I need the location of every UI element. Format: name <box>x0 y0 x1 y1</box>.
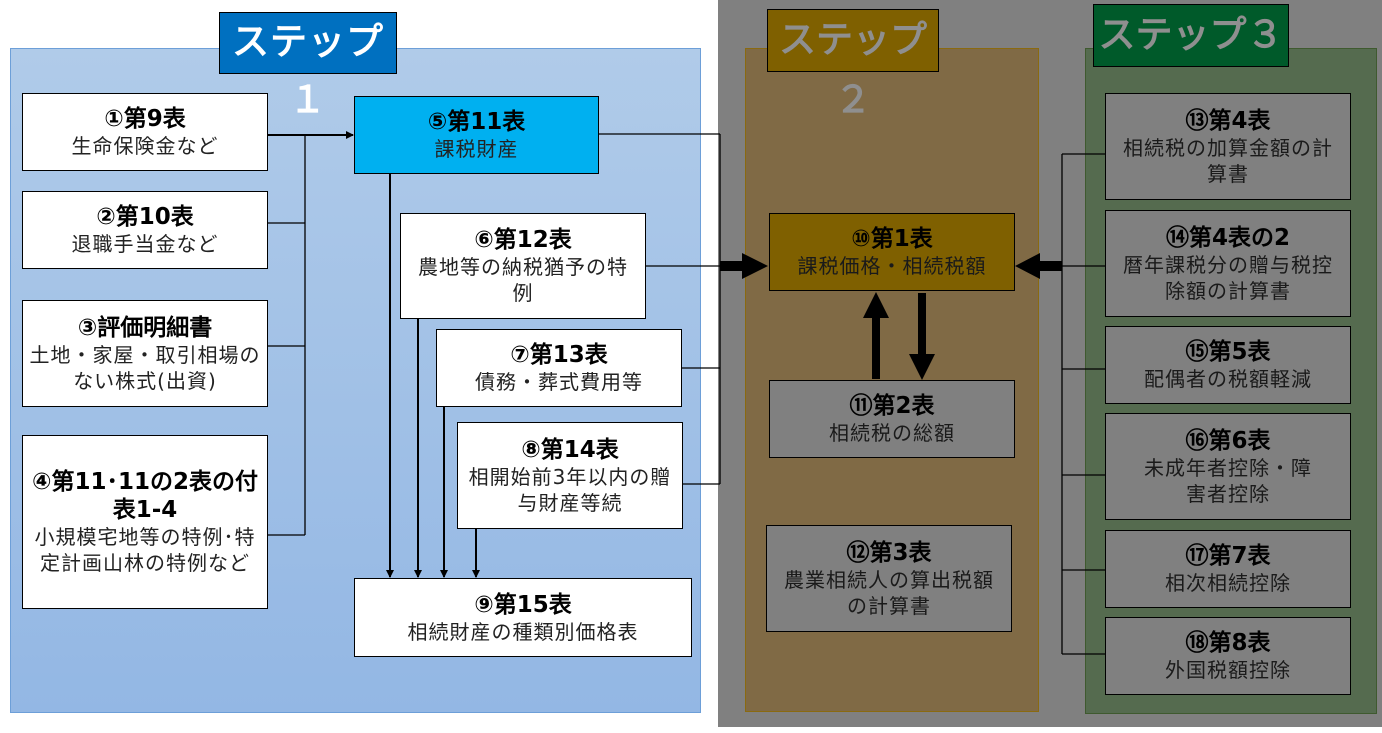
form-title: ⑩第1表 <box>851 226 933 252</box>
form-title: ⑥第12表 <box>474 227 572 253</box>
form-subtitle: 外国税額控除 <box>1165 658 1291 682</box>
form-title: ⑨第15表 <box>474 591 572 618</box>
form-box-15[interactable]: ⑮第5表 配偶者の税額軽減 <box>1105 326 1351 404</box>
form-title: ⑪第2表 <box>849 393 935 419</box>
form-box-6[interactable]: ⑥第12表 農地等の納税猶予の特例 <box>400 213 646 319</box>
form-subtitle: 配偶者の税額軽減 <box>1144 367 1312 391</box>
form-subtitle: 課税価格・相続税額 <box>797 254 987 278</box>
form-subtitle: 生命保険金など <box>71 134 219 158</box>
form-box-5[interactable]: ⑤第11表 課税財産 <box>354 96 599 174</box>
form-box-13[interactable]: ⑬第4表 相続税の加算金額の計算書 <box>1105 93 1351 200</box>
form-subtitle: 農地等の納税猶予の特例 <box>418 255 628 305</box>
step1-title: ステップ１ <box>219 12 397 121</box>
form-box-18[interactable]: ⑱第8表 外国税額控除 <box>1105 617 1351 695</box>
form-subtitle: 相続税の加算金額の計算書 <box>1123 135 1333 186</box>
form-box-16[interactable]: ⑯第6表 未成年者控除・障害者控除 <box>1105 413 1351 520</box>
form-title: ⑱第8表 <box>1185 630 1271 656</box>
form-box-14[interactable]: ⑭第4表の2 暦年課税分の贈与税控除額の計算書 <box>1105 210 1351 317</box>
form-subtitle: 相次相続控除 <box>1165 571 1291 595</box>
form-subtitle: 相続税の総額 <box>829 421 955 445</box>
form-title: ⑰第7表 <box>1185 543 1271 569</box>
form-subtitle: 暦年課税分の贈与税控除額の計算書 <box>1123 252 1333 303</box>
form-title: ⑤第11表 <box>427 109 526 135</box>
form-subtitle: 退職手当金など <box>71 232 219 256</box>
form-subtitle: 課税財産 <box>434 137 519 161</box>
form-box-12[interactable]: ⑫第3表 農業相続人の算出税額の計算書 <box>766 525 1012 632</box>
form-subtitle: 相開始前3年以内の贈与財産等続 <box>468 464 672 515</box>
form-title: ④第11･11の2表の付表1-4 <box>32 469 258 523</box>
form-subtitle: 未成年者控除・障害者控除 <box>1144 455 1312 506</box>
form-subtitle: 相続財産の種類別価格表 <box>407 619 639 644</box>
form-box-11[interactable]: ⑪第2表 相続税の総額 <box>769 380 1015 458</box>
form-box-17[interactable]: ⑰第7表 相次相続控除 <box>1105 530 1351 608</box>
form-subtitle: 農業相続人の算出税額の計算書 <box>784 567 994 618</box>
form-subtitle: 土地・家屋・取引相場のない株式(出資) <box>29 342 261 393</box>
form-title: ①第9表 <box>104 106 186 132</box>
form-title: ⑧第14表 <box>521 436 619 463</box>
step3-title: ステップ３ <box>1093 4 1289 67</box>
form-box-4[interactable]: ④第11･11の2表の付表1-4 小規模宅地等の特例･特定計画山林の特例など <box>22 435 268 609</box>
form-subtitle: 小規模宅地等の特例･特定計画山林の特例など <box>34 525 256 575</box>
form-title: ⑬第4表 <box>1185 107 1271 134</box>
form-title: ⑮第5表 <box>1185 339 1271 365</box>
form-box-7[interactable]: ⑦第13表 債務・葬式費用等 <box>436 329 682 407</box>
form-subtitle: 債務・葬式費用等 <box>475 370 643 394</box>
form-box-8[interactable]: ⑧第14表 相開始前3年以内の贈与財産等続 <box>457 422 683 529</box>
form-title: ③評価明細書 <box>77 314 213 341</box>
form-title: ⑯第6表 <box>1185 427 1271 454</box>
form-box-10[interactable]: ⑩第1表 課税価格・相続税額 <box>769 213 1015 291</box>
step2-title: ステップ２ <box>767 9 939 121</box>
form-box-9[interactable]: ⑨第15表 相続財産の種類別価格表 <box>354 578 692 657</box>
form-box-3[interactable]: ③評価明細書 土地・家屋・取引相場のない株式(出資) <box>22 300 268 407</box>
form-box-1[interactable]: ①第9表 生命保険金など <box>22 93 268 171</box>
form-title: ⑦第13表 <box>510 342 608 368</box>
form-title: ⑭第4表の2 <box>1165 224 1290 251</box>
form-title: ②第10表 <box>96 204 194 230</box>
form-box-2[interactable]: ②第10表 退職手当金など <box>22 191 268 269</box>
form-title: ⑫第3表 <box>846 539 932 566</box>
